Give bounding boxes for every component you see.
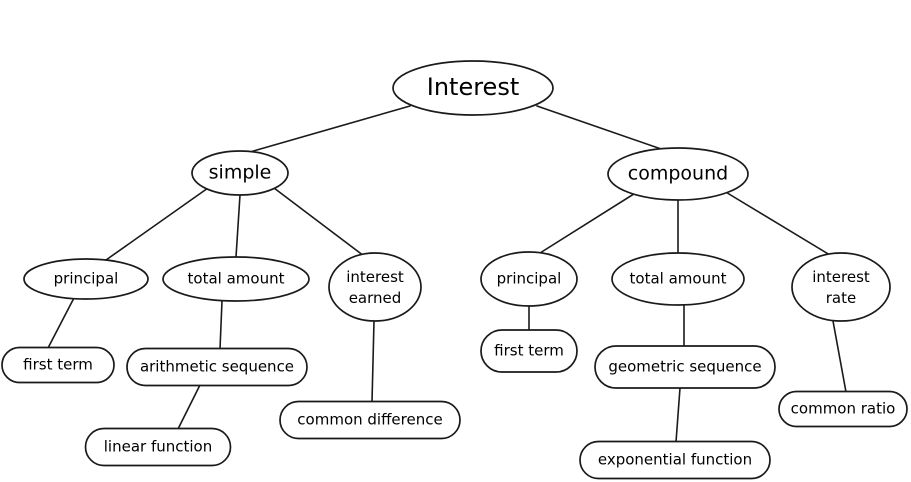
node-simple-principal-shape (23, 258, 149, 300)
node-compound-shape (607, 147, 749, 201)
node-simple-interest-earned-shape (328, 252, 422, 322)
edge-root-to-simple (249, 105, 411, 153)
edge-root-to-compound (536, 105, 665, 151)
edge-simple_arithmetic_sequence-to-simple_linear_function (177, 384, 201, 430)
node-compound-exponential-function[interactable]: exponential function (579, 440, 771, 480)
node-simple-first-term[interactable]: first term (1, 346, 115, 384)
node-compound-geometric-sequence-label: geometric sequence (608, 358, 761, 376)
edge-simple_principal-to-simple_first_term (47, 295, 76, 349)
edge-simple-to-simple_interest_earned (273, 187, 365, 257)
edge-compound-to-compound_principal (539, 191, 638, 254)
edge-compound_interest_rate-to-compound_common_ratio (832, 320, 847, 393)
node-compound-geometric-sequence[interactable]: geometric sequence (594, 345, 776, 389)
node-compound-label: compound (628, 163, 728, 185)
edge-simple_interest_earned-to-simple_common_difference (371, 320, 375, 403)
node-compound-common-ratio[interactable]: common ratio (778, 390, 908, 428)
node-compound-first-term-shape (480, 329, 578, 373)
node-simple-total-amount-shape (162, 256, 310, 302)
node-compound-first-term[interactable]: first term (480, 329, 578, 373)
node-simple-arithmetic-sequence-shape (126, 347, 308, 387)
edge-simple-to-simple_total_amount (235, 194, 241, 258)
node-simple-linear-function-label: linear function (104, 438, 212, 456)
node-compound-first-term-label: first term (494, 342, 564, 360)
node-compound-interest-rate-shape (791, 252, 891, 322)
node-simple-total-amount-label: total amount (188, 270, 285, 288)
node-simple-common-difference[interactable]: common difference (279, 400, 461, 440)
node-simple-arithmetic-sequence[interactable]: arithmetic sequence (126, 347, 308, 387)
edge-compound_geometric_sequence-to-compound_exponential_function (675, 387, 681, 443)
node-simple-first-term-label: first term (23, 356, 93, 374)
node-simple-linear-function[interactable]: linear function (84, 427, 232, 467)
edge-simple_total_amount-to-simple_arithmetic_sequence (219, 300, 223, 350)
node-interest-shape (392, 60, 554, 116)
node-simple-label: simple (209, 162, 272, 184)
node-simple-first-term-shape (1, 346, 115, 384)
edge-layer (47, 105, 847, 443)
node-simple-common-difference-shape (279, 400, 461, 440)
node-compound-common-ratio-shape (778, 390, 908, 428)
node-simple-shape (191, 150, 289, 196)
node-simple-arithmetic-sequence-label: arithmetic sequence (140, 358, 294, 376)
edge-compound-to-compound_interest_rate (723, 190, 831, 256)
node-interest[interactable]: Interest (392, 60, 554, 116)
node-simple-linear-function-shape (84, 427, 232, 467)
node-compound-exponential-function-label: exponential function (598, 451, 752, 469)
node-interest-label: Interest (427, 73, 519, 101)
node-compound-total-amount-shape (611, 252, 745, 306)
node-simple-principal[interactable]: principal (23, 258, 149, 300)
node-simple[interactable]: simple (191, 150, 289, 196)
edge-simple-to-simple_principal (105, 187, 209, 261)
node-compound-total-amount-label: total amount (630, 270, 727, 288)
node-compound-total-amount[interactable]: total amount (611, 252, 745, 306)
node-compound-principal-label: principal (497, 270, 562, 288)
node-compound-principal-shape (480, 251, 578, 307)
node-compound-geometric-sequence-shape (594, 345, 776, 389)
node-compound-common-ratio-label: common ratio (791, 400, 896, 418)
node-simple-total-amount[interactable]: total amount (162, 256, 310, 302)
node-compound-exponential-function-shape (579, 440, 771, 480)
node-simple-common-difference-label: common difference (297, 411, 442, 429)
node-compound[interactable]: compound (607, 147, 749, 201)
node-compound-principal[interactable]: principal (480, 251, 578, 307)
node-simple-principal-label: principal (54, 270, 119, 288)
